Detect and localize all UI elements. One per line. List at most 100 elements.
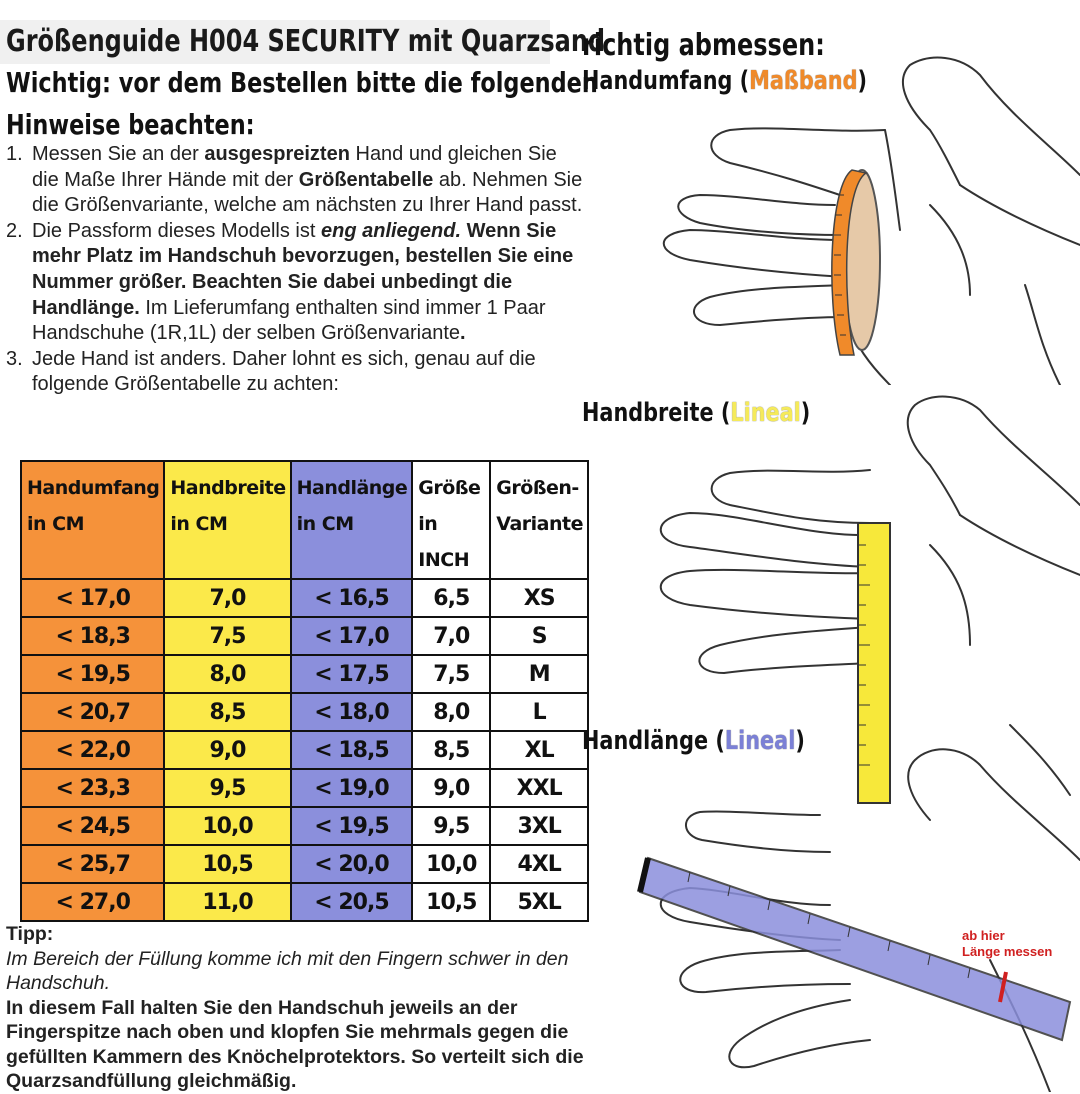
instruction-number: 3. [6,347,23,370]
label-handlaenge-post: ) [795,726,805,756]
instruction-text-part: ausgespreizten [204,143,350,165]
instruction-text-part: eng anliegend. [320,219,462,242]
table-cell: < 20,5 [289,882,414,922]
table-cell: 6,5 [411,578,492,618]
hand-circumference-illustration [662,56,1080,385]
table-cell: 9,5 [411,806,492,846]
table-cell: < 18,0 [289,692,414,732]
table-cell: 7,0 [163,578,292,618]
hand-length-illustration [637,748,1080,1092]
instruction-text: Messen Sie an der ausgespreizten Hand un… [32,142,586,219]
measure-title: richtig abmessen: [582,28,825,63]
header-line-2: in CM [27,513,85,535]
table-cell: 10,5 [411,882,492,922]
table-cell: M [489,654,589,694]
table-cell: 7,5 [163,616,292,656]
length-annotation-line-1: ab hier [962,928,1005,943]
table-cell: 8,0 [163,654,292,694]
label-handumfang-accent: Maßband [749,66,858,96]
instruction-number: 2. [6,219,23,242]
instruction-text-part: Messen Sie an der [32,143,205,165]
table-cell: < 19,0 [289,768,414,808]
instruction-text-part: Hand und gleichen Sie die Maße Ihrer Hän… [32,143,557,191]
table-cell: < 19,5 [19,654,166,694]
table-cell: < 19,5 [289,806,414,846]
table-cell: < 20,7 [19,692,166,732]
ruler-yellow-icon [857,522,891,804]
instruction-text-part: Wenn Sie mehr Platz im Handschuh bevorzu… [32,219,574,319]
table-cell: XL [489,730,589,770]
table-cell: XS [489,578,589,618]
table-cell: 5XL [489,882,589,922]
subtitle-line-1: Wichtig: vor dem Bestellen bitte die fol… [6,66,598,99]
table-cell: L [489,692,589,732]
instruction-text-part: Die Passform dieses Modells ist [32,219,321,242]
header-line-1: Handbreite [170,477,286,499]
table-cell: < 17,0 [19,578,166,618]
table-cell: 8,0 [411,692,492,732]
header-line-2: in INCH [418,513,470,571]
table-cell: < 17,5 [289,654,414,694]
instruction-number: 1. [6,143,23,165]
instruction-text: Die Passform dieses Modells ist eng anli… [32,219,586,347]
header-line-1: Handumfang [27,477,160,499]
table-cell: 11,0 [163,882,292,922]
measuring-tape-icon [831,169,868,356]
label-handbreite-post: ) [800,398,811,428]
subtitle-line-2: Hinweise beachten: [6,108,255,141]
tip-heading: Tipp: [6,923,54,945]
table-cell: 9,0 [163,730,292,770]
length-start-marker [998,971,1008,1003]
table-cell: 7,0 [411,616,492,656]
table-cell: < 18,3 [19,616,166,656]
table-cell: 9,5 [163,768,292,808]
table-cell: 4XL [489,844,589,884]
title-background [0,20,550,64]
instruction-step: 1. Messen Sie an der ausgespreizten Hand … [6,142,586,219]
table-cell: 7,5 [411,654,492,694]
table-cell: XXL [489,768,589,808]
header-line-1: Handlänge [296,477,408,499]
instruction-text-part: ab. Nehmen Sie die Größenvariante, welch… [32,168,583,217]
table-header-cell: Handumfang in CM [19,460,166,580]
instruction-text-part: Im Lieferumfang enthalten sind immer 1 P… [32,296,546,345]
hand-width-illustration [659,395,1080,804]
table-cell: 8,5 [411,730,492,770]
table-cell: 3XL [489,806,589,846]
table-cell: < 18,5 [289,730,414,770]
page-title: Größenguide H004 SECURITY mit Quarzsand [6,24,606,59]
label-handbreite-pre: Handbreite ( [582,398,731,428]
table-cell: < 20,0 [289,844,414,884]
instruction-step: 3. Jede Hand ist anders. Daher lohnt es s… [6,347,586,398]
label-handumfang-post: ) [857,66,867,96]
header-line-1: Größen- [496,477,579,499]
tip-italic-text: Im Bereich der Füllung komme ich mit den… [6,947,569,995]
table-header-cell: Handlänge in CM [289,460,414,580]
tip-bold-text: In diesem Fall halten Sie den Handschuh … [6,996,584,1093]
table-header-cell: Größen-Variante [489,460,589,580]
table-cell: 10,0 [163,806,292,846]
label-handbreite-accent: Lineal [730,398,801,428]
table-cell: S [489,616,589,656]
table-cell: 10,5 [163,844,292,884]
instruction-text-part: Jede Hand ist anders. Daher lohnt es sic… [32,347,536,396]
table-cell: < 16,5 [289,578,414,618]
header-line-2: in CM [296,513,355,535]
label-handlaenge: Handlänge (Lineal) [582,726,805,756]
table-cell: < 24,5 [19,806,166,846]
label-handlaenge-accent: Lineal [724,726,796,756]
table-cell: < 23,3 [19,768,166,808]
label-handbreite: Handbreite (Lineal) [582,398,810,428]
table-cell: < 17,0 [289,616,414,656]
